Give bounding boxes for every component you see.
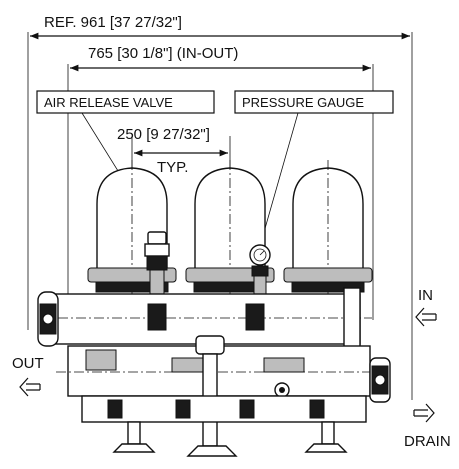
spacing-dimension: 250 [9 27/32"] TYP. [117, 126, 231, 176]
pressure-gauge-label: PRESSURE GAUGE [242, 95, 364, 110]
support-leg-3 [304, 421, 348, 453]
spacing-note-label: TYP. [157, 159, 188, 176]
in-out-dimension: 765 [30 1/8"] (IN-OUT) [67, 45, 374, 320]
air-release-valve-label: AIR RELEASE VALVE [44, 95, 173, 110]
air-release-valve [144, 231, 170, 295]
in-port-label: IN [418, 287, 433, 304]
overall-dimension: REF. 961 [37 27/32"] [27, 14, 413, 400]
filter-clamps [87, 267, 373, 293]
in-port: IN [415, 287, 437, 327]
lower-manifold [56, 345, 390, 398]
drain-port: DRAIN [404, 403, 451, 450]
out-port-label: OUT [12, 355, 44, 372]
drain-pipes [81, 395, 367, 423]
outlet-coupling-right [369, 357, 391, 403]
inlet-coupling-left [37, 291, 59, 347]
air-release-valve-callout: AIR RELEASE VALVE [36, 90, 215, 233]
support-leg-2 [186, 445, 238, 457]
support-leg-1 [112, 421, 156, 453]
overall-dimension-label: REF. 961 [37 27/32"] [44, 14, 182, 31]
out-port: OUT [12, 355, 44, 397]
drain-port-label: DRAIN [404, 433, 451, 450]
pressure-gauge-callout: PRESSURE GAUGE [234, 90, 394, 247]
pressure-gauge [249, 244, 271, 295]
spacing-dimension-label: 250 [9 27/32"] [117, 126, 210, 143]
in-out-dimension-label: 765 [30 1/8"] (IN-OUT) [88, 45, 238, 62]
